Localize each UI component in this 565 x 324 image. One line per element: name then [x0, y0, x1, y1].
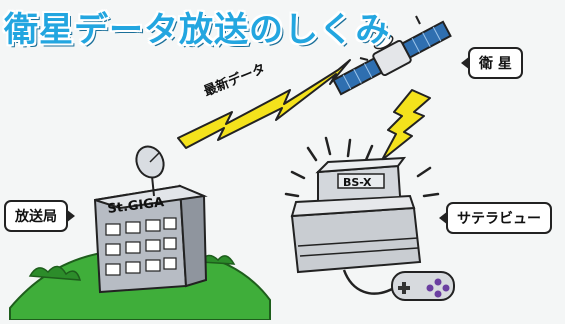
controller-icon: [391, 271, 455, 301]
satellite-label-text: 衛 星: [479, 56, 512, 72]
station-label-text: 放送局: [15, 209, 57, 225]
console-sign: BS-X: [343, 176, 372, 189]
impact-lines: [284, 136, 440, 198]
station-label: 放送局: [4, 200, 75, 232]
broadcast-building: St.GIGA: [93, 145, 208, 294]
building-sign: St.GIGA: [107, 195, 165, 217]
page-title: 衛星データ放送のしくみ: [4, 10, 391, 50]
receiver-console-icon: BS-X: [290, 156, 422, 274]
downlink-bolt: [381, 89, 431, 161]
receiver-label: サテラビュー: [439, 202, 552, 234]
receiver-label-text: サテラビュー: [457, 211, 541, 227]
uplink-dish-icon: [135, 145, 165, 197]
satellite-label: 衛 星: [461, 47, 523, 79]
satellite-sparkles: [359, 15, 421, 61]
uplink-bolt: [177, 59, 351, 149]
satellite-icon: [332, 20, 452, 96]
uplink-data-label: 最新データ: [202, 61, 268, 100]
controller-cable: [342, 269, 395, 295]
